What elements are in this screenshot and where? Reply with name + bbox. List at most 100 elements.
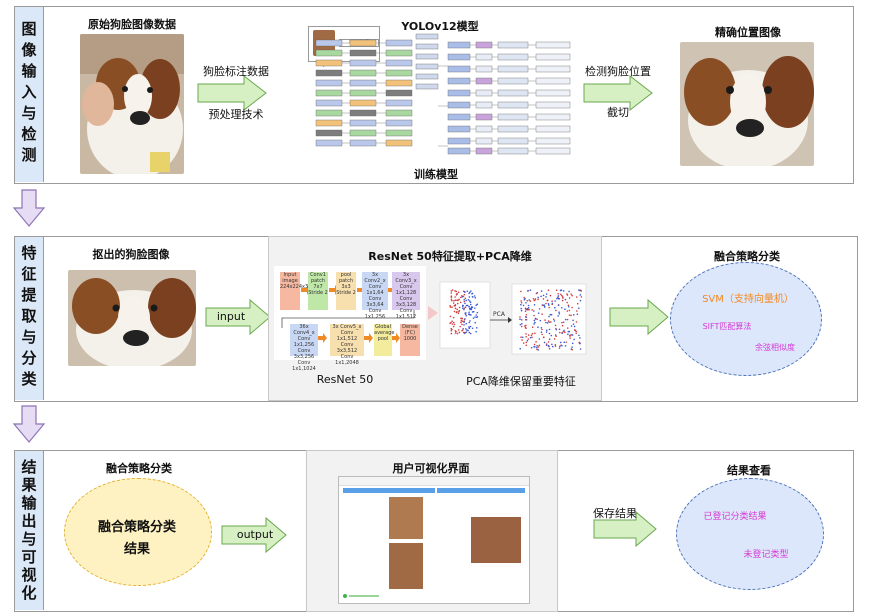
pca-point: [468, 300, 471, 302]
yolo-block: [415, 63, 439, 70]
pca-point: [474, 321, 477, 324]
pca-point: [454, 332, 457, 334]
pca-point: [450, 332, 453, 335]
ui-status-line: [349, 595, 379, 597]
pca-point: [458, 309, 461, 312]
yolo-block: [447, 113, 471, 121]
pca-point: [475, 314, 478, 316]
pca-point: [561, 344, 563, 347]
pca-point: [450, 321, 452, 324]
pca-point: [465, 322, 468, 325]
pca-point: [471, 327, 474, 330]
pca-point: [455, 330, 457, 333]
arrow-output-label: output: [236, 528, 274, 541]
pca-point: [453, 323, 456, 326]
pca-point: [563, 329, 565, 332]
pca-point: [525, 313, 528, 316]
pca-point: [552, 318, 555, 321]
resnet-title: ResNet 50特征提取+PCA降维: [368, 250, 532, 263]
pca-point: [579, 348, 582, 350]
pca-point: [524, 310, 527, 312]
ui-status-dot: [343, 594, 347, 598]
ui-button-right[interactable]: [437, 488, 525, 493]
ui-button-left[interactable]: [343, 488, 435, 493]
pca-point: [540, 295, 542, 298]
arrow-save-label: 保存结果: [593, 507, 637, 520]
pca-point: [557, 297, 560, 300]
pca-point: [569, 335, 571, 337]
pca-point: [550, 314, 553, 316]
pca-point: [465, 328, 467, 330]
pca-point: [471, 292, 473, 295]
pca-point: [520, 300, 522, 302]
pca-point: [472, 310, 475, 313]
yolo-block: [447, 147, 471, 155]
yolo-block: [497, 89, 529, 97]
pca-point: [469, 332, 472, 335]
resnet-block: Input image 224x224x3: [280, 272, 308, 310]
pca-point: [450, 329, 453, 332]
result-registered: 已登记分类结果: [703, 512, 767, 522]
pca-point: [530, 334, 533, 337]
yolo-block: [349, 59, 377, 67]
yolo-block: [535, 77, 571, 85]
pca-point: [464, 318, 466, 320]
pca-point: [566, 318, 569, 321]
pca-point: [454, 296, 456, 298]
pca-point: [454, 299, 457, 301]
yolo-block: [475, 113, 493, 121]
pca-point: [455, 290, 458, 293]
pca-point: [548, 332, 551, 335]
yolo-block: [349, 119, 377, 127]
pca-point: [519, 316, 521, 318]
pca-point: [454, 303, 457, 306]
yolo-block: [315, 119, 343, 127]
ui-result-image: [471, 517, 521, 563]
resnet-block: 3x Conv5_x Conv 1x1,512 Conv 3x3,512 Con…: [330, 324, 364, 366]
pca-point: [541, 313, 543, 316]
yolo-block: [349, 79, 377, 87]
pca-point: [547, 289, 550, 292]
pca-point: [569, 337, 571, 339]
pca-point: [545, 321, 547, 324]
pca-point: [545, 331, 548, 333]
pca-point: [470, 306, 473, 308]
pca-point: [449, 305, 451, 307]
pca-point: [545, 302, 547, 305]
pca-point: [548, 347, 551, 350]
pca-point: [520, 325, 523, 328]
pca-point: [538, 308, 541, 310]
yolo-block: [535, 53, 571, 61]
pca-point: [536, 318, 538, 321]
down-arrow-1: [12, 189, 46, 227]
pca-point: [466, 290, 469, 293]
yolo-block: [315, 99, 343, 107]
pca-point: [554, 334, 557, 336]
pca-point: [570, 334, 573, 336]
yolo-block: [315, 69, 343, 77]
pca-point: [522, 342, 525, 344]
fusion-result-ellipse: [64, 478, 212, 586]
arrow-detect-top-label: 检测狗脸位置: [585, 65, 651, 78]
yolo-block: [447, 53, 471, 61]
yolo-block: [497, 125, 529, 133]
pca-point: [526, 307, 529, 310]
pca-point: [456, 308, 459, 311]
pca-point: [453, 310, 456, 313]
arrow-detect: [583, 74, 653, 112]
pca-point: [469, 320, 471, 322]
pca-point: [534, 318, 537, 320]
pca-point: [558, 331, 561, 334]
pca-point: [566, 327, 569, 329]
resnet-diagram: Input image 224x224x3 Conv1 patch 7x7 St…: [274, 266, 426, 372]
pca-point: [520, 309, 523, 312]
yolo-block: [385, 59, 413, 67]
pca-point: [554, 324, 557, 327]
pca-point: [524, 325, 526, 327]
arrow-preprocess: [197, 74, 267, 112]
pca-point: [580, 296, 583, 298]
pca-point: [451, 323, 454, 325]
yolo-block: [497, 41, 529, 49]
yolo-block: [349, 69, 377, 77]
pca-point: [571, 294, 573, 297]
